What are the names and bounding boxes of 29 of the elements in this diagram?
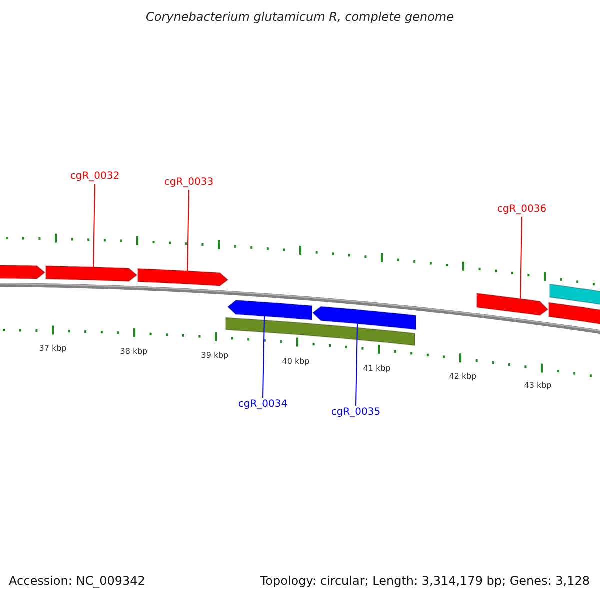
leader-line xyxy=(262,316,265,398)
gene-feature xyxy=(227,300,312,321)
scale-label: 43 kbp xyxy=(524,381,552,390)
scale-label: 38 kbp xyxy=(120,347,148,356)
gene-label: cgR_0032 xyxy=(70,171,120,183)
gene-block xyxy=(548,302,600,326)
gene-feature xyxy=(138,268,229,287)
gene-label: cgR_0035 xyxy=(331,407,381,419)
scale-label: 41 kbp xyxy=(363,364,391,373)
leader-line xyxy=(93,184,96,268)
scale-label: 39 kbp xyxy=(201,351,229,360)
scale-label: 37 kbp xyxy=(39,344,67,353)
leader-line xyxy=(187,190,190,272)
leader-line xyxy=(520,216,522,300)
scale-label: 40 kbp xyxy=(282,357,310,366)
gene-label: cgR_0036 xyxy=(497,204,547,216)
gene-feature xyxy=(0,264,46,280)
genome-info: Topology: circular; Length: 3,314,179 bp; Genes: 3,128 xyxy=(260,574,590,588)
gene-feature xyxy=(476,292,549,316)
gene-feature xyxy=(46,266,138,282)
scale-label: 42 kbp xyxy=(449,372,477,381)
gene-block xyxy=(550,284,600,307)
gene-feature xyxy=(312,306,416,330)
diagram-title: Corynebacterium glutamicum R, complete genome xyxy=(146,10,454,24)
gene-block xyxy=(226,317,416,346)
leader-line xyxy=(356,323,358,406)
accession-label: Accession: NC_009342 xyxy=(9,574,146,588)
gene-label: cgR_0034 xyxy=(238,399,288,411)
gene-label: cgR_0033 xyxy=(164,177,214,189)
